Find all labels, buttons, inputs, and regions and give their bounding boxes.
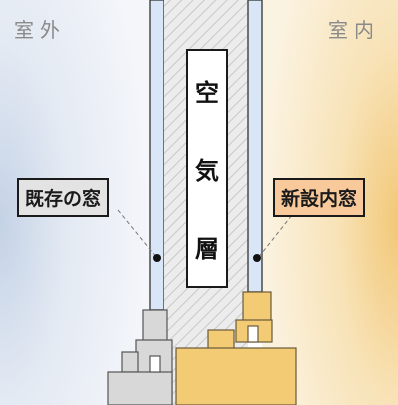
air-layer-char: 気 bbox=[195, 156, 219, 185]
indoor-label: 室内 bbox=[328, 18, 380, 42]
new-frame bbox=[175, 291, 297, 405]
new-glass bbox=[247, 0, 263, 293]
air-layer-char: 空 bbox=[195, 78, 219, 107]
new-inner-window-callout: 新設内窓 bbox=[273, 178, 366, 217]
existing-leader bbox=[117, 209, 158, 259]
air-layer-char: 層 bbox=[195, 235, 219, 264]
existing-glass-dot bbox=[153, 254, 161, 262]
existing-glass bbox=[149, 0, 165, 311]
existing-window-callout: 既存の窓 bbox=[17, 178, 110, 217]
air-layer-label: 空 気 層 bbox=[186, 49, 228, 288]
new-leader bbox=[257, 209, 297, 259]
existing-frame bbox=[107, 309, 173, 405]
new-glass-dot bbox=[253, 254, 261, 262]
outdoor-label: 室外 bbox=[14, 18, 66, 42]
